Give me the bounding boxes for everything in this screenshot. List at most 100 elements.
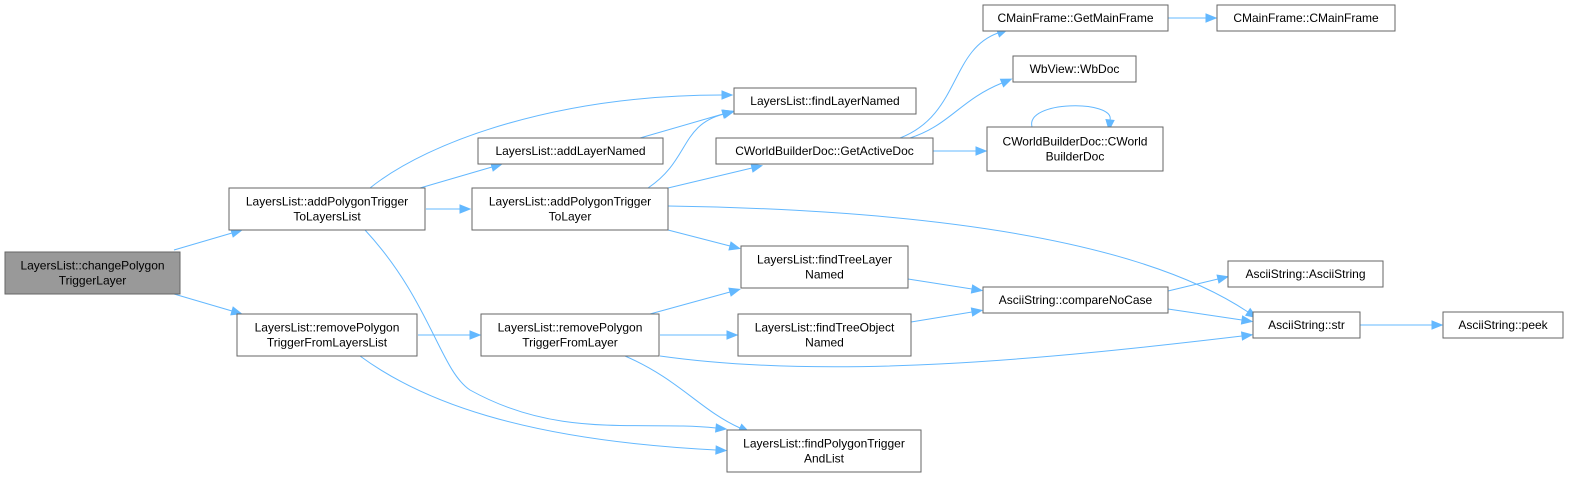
node-getActiveDoc[interactable]: CWorldBuilderDoc::GetActiveDoc — [715, 137, 934, 165]
call-graph-nodes: LayersList::changePolygonTriggerLayerLay… — [4, 4, 1564, 473]
node-box[interactable] — [1442, 311, 1564, 339]
node-getMainFrame[interactable]: CMainFrame::GetMainFrame — [982, 4, 1169, 32]
edge-line — [369, 94, 723, 189]
node-label: TriggerFromLayersList — [267, 336, 388, 350]
node-box[interactable] — [740, 245, 909, 289]
node-box[interactable] — [986, 126, 1164, 172]
edge-arrowhead — [721, 90, 734, 100]
node-asciiString[interactable]: AsciiString::AsciiString — [1227, 260, 1384, 288]
node-label: Named — [805, 336, 844, 350]
edge-line — [899, 32, 999, 139]
edge-line — [1167, 278, 1219, 292]
node-wbDoc[interactable]: WbView::WbDoc — [1012, 55, 1137, 83]
node-box[interactable] — [737, 313, 912, 357]
node-str[interactable]: AsciiString::str — [1252, 311, 1361, 339]
edge-line — [910, 311, 973, 323]
edge-line — [173, 293, 233, 312]
node-findLayerNamed[interactable]: LayersList::findLayerNamed — [733, 87, 917, 115]
edge-line — [647, 113, 725, 189]
edge-arrowhead — [722, 109, 735, 119]
node-label: Named — [805, 268, 844, 282]
node-box[interactable] — [1216, 4, 1396, 32]
node-box[interactable] — [471, 187, 669, 231]
edge-compareNoCase-to-asciiString — [1167, 274, 1230, 292]
edge-getActiveDoc-to-getMainFrame — [899, 28, 1009, 139]
edge-arrowhead — [230, 306, 243, 316]
node-removePolygonTriggerFromLayersList[interactable]: LayersList::removePolygonTriggerFromLaye… — [236, 313, 418, 357]
node-label: LayersList::removePolygon — [498, 321, 643, 335]
node-label: CMainFrame::GetMainFrame — [997, 11, 1153, 25]
edge-removePolygonTriggerFromLayersList-to-removePolygonTriggerFromLayer — [418, 330, 482, 340]
edge-arrowhead — [1205, 13, 1218, 23]
node-label: AsciiString::AsciiString — [1245, 267, 1365, 281]
edge-compareNoCase-to-str — [1167, 308, 1254, 325]
edge-line — [909, 82, 1003, 139]
node-box[interactable] — [982, 286, 1169, 314]
node-label: CWorldBuilderDoc::GetActiveDoc — [735, 144, 914, 158]
edge-arrowhead — [970, 307, 984, 317]
edge-line — [364, 229, 717, 429]
node-box[interactable] — [726, 429, 922, 473]
node-box[interactable] — [228, 187, 426, 231]
edge-removePolygonTriggerFromLayer-to-findPolygonTriggerAndList — [624, 355, 751, 433]
node-label: WbView::WbDoc — [1030, 62, 1120, 76]
node-label: LayersList::addPolygonTrigger — [489, 195, 651, 209]
node-box[interactable] — [733, 87, 917, 115]
edge-arrowhead — [1431, 320, 1444, 330]
node-label: CWorldBuilderDoc::CWorld — [1003, 135, 1148, 149]
edge-addPolygonTriggerToLayersList-to-addLayerNamed — [419, 162, 503, 189]
edge-line — [667, 229, 731, 247]
node-compareNoCase[interactable]: AsciiString::compareNoCase — [982, 286, 1169, 314]
node-box[interactable] — [1252, 311, 1361, 339]
node-cWorldBuilderDoc[interactable]: CWorldBuilderDoc::CWorldBuilderDoc — [986, 126, 1164, 172]
node-label: LayersList::findTreeObject — [755, 321, 895, 335]
node-box[interactable] — [4, 251, 181, 295]
edge-findTreeObjectNamed-to-compareNoCase — [910, 307, 984, 323]
node-box[interactable] — [715, 137, 934, 165]
edge-arrowhead — [970, 284, 984, 294]
edge-arrowhead — [1105, 119, 1115, 132]
edge-arrowhead — [1240, 315, 1254, 325]
node-label: BuilderDoc — [1046, 150, 1105, 164]
edge-getMainFrame-to-cMainFrame — [1168, 13, 1218, 23]
node-peek[interactable]: AsciiString::peek — [1442, 311, 1564, 339]
edge-changePolygonTriggerLayer-to-removePolygonTriggerFromLayersList — [173, 293, 243, 316]
node-box[interactable] — [982, 4, 1169, 32]
edge-arrowhead — [975, 146, 988, 156]
node-label: AsciiString::str — [1268, 318, 1345, 332]
edge-str-to-peek — [1360, 320, 1444, 330]
edge-line — [624, 355, 741, 429]
node-label: LayersList::findTreeLayer — [757, 253, 892, 267]
node-box[interactable] — [1012, 55, 1137, 83]
edge-arrowhead — [728, 287, 741, 297]
edge-arrowhead — [469, 330, 482, 340]
node-label: CMainFrame::CMainFrame — [1233, 11, 1379, 25]
node-box[interactable] — [480, 313, 660, 357]
node-label: AsciiString::peek — [1458, 318, 1548, 332]
edge-line — [1031, 105, 1111, 128]
edge-getActiveDoc-to-cWorldBuilderDoc — [933, 146, 988, 156]
node-removePolygonTriggerFromLayer[interactable]: LayersList::removePolygonTriggerFromLaye… — [480, 313, 660, 357]
node-label: TriggerLayer — [59, 274, 127, 288]
node-addPolygonTriggerToLayersList[interactable]: LayersList::addPolygonTriggerToLayersLis… — [228, 187, 426, 231]
node-label: LayersList::findPolygonTrigger — [743, 437, 905, 451]
node-box[interactable] — [236, 313, 418, 357]
edge-findTreeLayerNamed-to-compareNoCase — [907, 278, 984, 294]
node-cMainFrame[interactable]: CMainFrame::CMainFrame — [1216, 4, 1396, 32]
node-box[interactable] — [477, 137, 664, 165]
edge-line — [667, 167, 753, 189]
edge-line — [639, 113, 724, 139]
edge-arrowhead — [999, 78, 1013, 88]
node-box[interactable] — [1227, 260, 1384, 288]
edge-line — [649, 291, 731, 315]
node-label: LayersList::removePolygon — [255, 321, 400, 335]
node-addLayerNamed[interactable]: LayersList::addLayerNamed — [477, 137, 664, 165]
edge-addPolygonTriggerToLayer-to-getActiveDoc — [667, 163, 764, 189]
edge-arrowhead — [715, 423, 728, 433]
node-label: ToLayer — [549, 210, 592, 224]
